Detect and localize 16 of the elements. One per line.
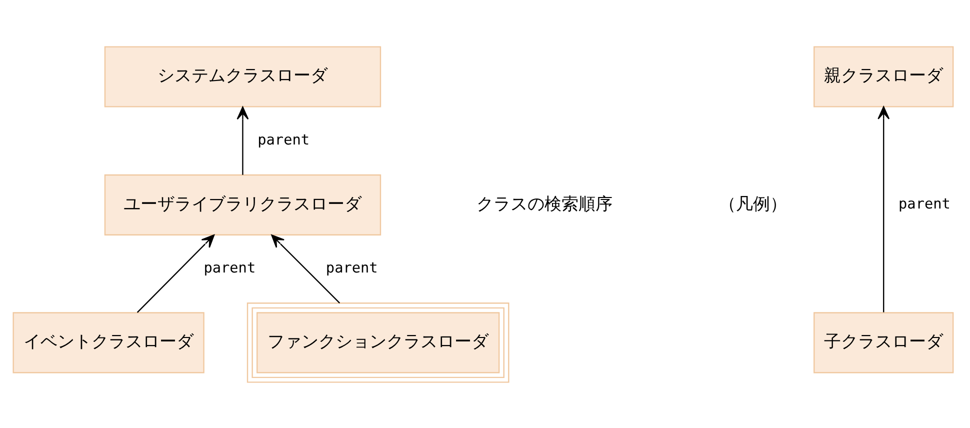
node-box: 子クラスローダ — [814, 312, 954, 373]
arrow — [878, 106, 890, 312]
node-box: ユーザライブラリクラスローダ — [104, 174, 382, 235]
edge-label: parent — [898, 196, 950, 212]
label: クラスの検索順序 — [476, 192, 613, 213]
edge-label: parent — [204, 260, 256, 276]
arrow — [136, 234, 215, 312]
edge-label: parent — [258, 132, 310, 148]
node-box: システムクラスローダ — [104, 46, 382, 107]
node-box: ファンクションクラスローダ — [246, 302, 510, 382]
arrow — [236, 106, 249, 174]
arrow — [271, 234, 340, 303]
label: （凡例） — [719, 192, 788, 213]
node-box: 親クラスローダ — [814, 46, 954, 107]
node-box: イベントクラスローダ — [12, 312, 204, 373]
edge-label: parent — [326, 260, 378, 276]
